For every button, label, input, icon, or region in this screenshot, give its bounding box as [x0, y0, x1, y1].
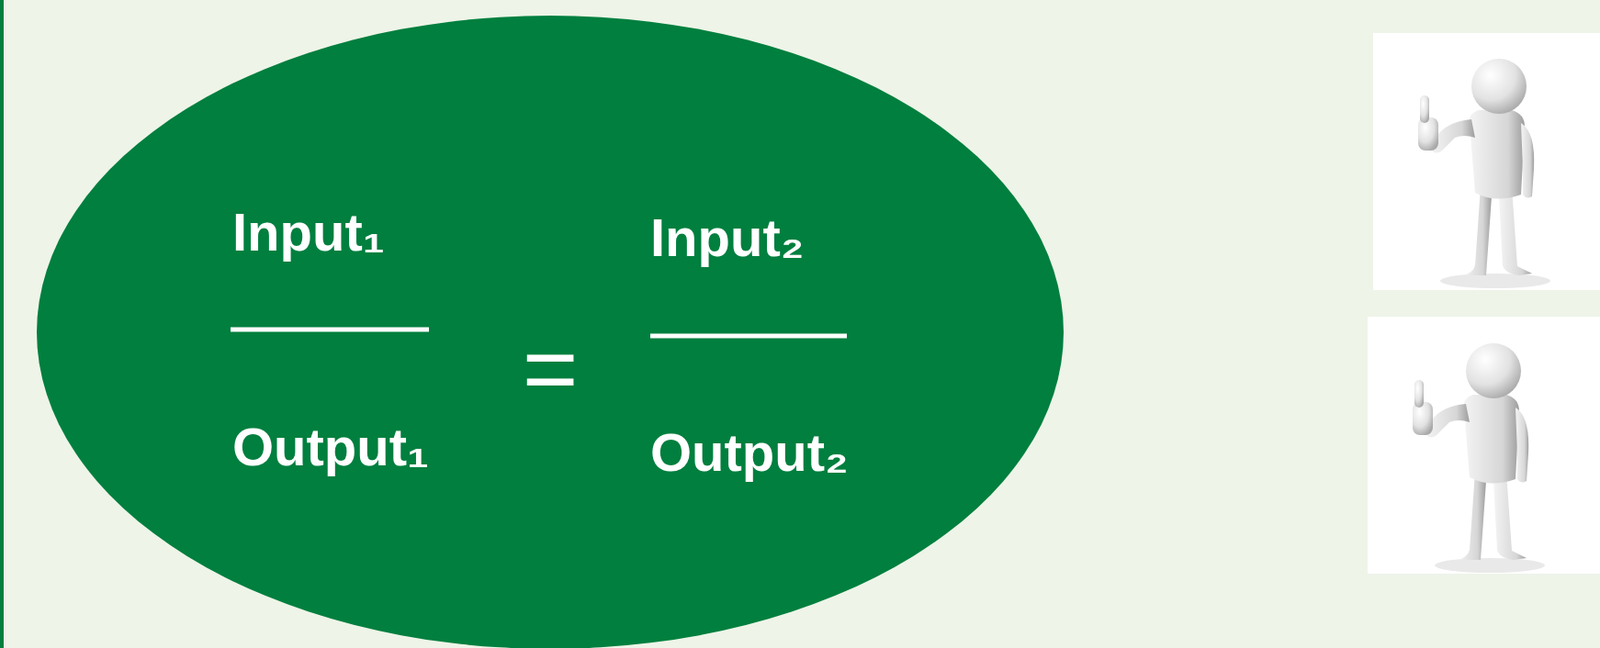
fraction-bar — [230, 327, 429, 333]
left-rule — [0, 0, 4, 648]
fraction-bar — [650, 334, 847, 339]
fraction-term: Input₁ — [232, 205, 385, 260]
equation-ellipse: Input₁ Output₁ = Input₂ Output₂ — [36, 15, 1064, 648]
figure-card — [1367, 316, 1600, 575]
figure-card — [1373, 33, 1600, 291]
ellipse-fill — [36, 15, 1064, 648]
equals-sign: = — [522, 320, 579, 417]
fraction-term: Input₂ — [650, 211, 805, 265]
fraction-term: Output₂ — [650, 426, 849, 480]
fraction-term: Output₁ — [232, 420, 429, 474]
